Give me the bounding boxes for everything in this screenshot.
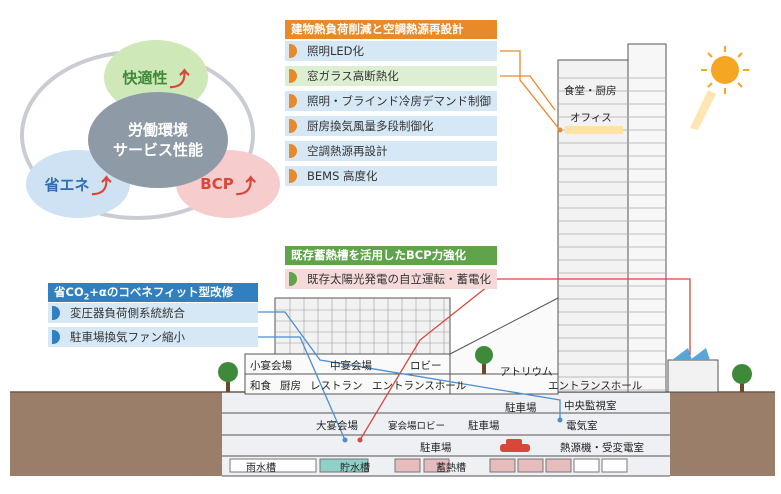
- room-medium-banquet: 中宴会場: [330, 360, 372, 372]
- solar-panel-icon: [672, 348, 710, 360]
- bullet-marker: [289, 169, 297, 183]
- venn-comfort-label: 快適性: [122, 68, 168, 87]
- room-restaurant: レストラン: [310, 380, 363, 392]
- venn-energy: 省エネ⤴: [26, 150, 130, 218]
- tank-cell: [229, 458, 317, 473]
- panel-left-title: 省CO2+αのコベネフィット型改修: [48, 283, 258, 302]
- tank-cell: [573, 458, 600, 473]
- panel-left-title-pre: 省CO: [54, 285, 84, 299]
- arrow-up-icon: ⤴: [169, 66, 190, 91]
- room-office: オフィス: [570, 112, 612, 124]
- tank-thermal: 蓄熱槽: [436, 463, 466, 474]
- panel-top-item: 照明LED化: [285, 41, 497, 61]
- link-parking: [258, 336, 346, 441]
- room-lobby: ロビー: [410, 360, 442, 372]
- room-parking-b2: 駐車場: [420, 442, 452, 454]
- podium-upper: [274, 297, 451, 355]
- bullet-marker: [289, 272, 297, 286]
- bullet-marker: [289, 69, 297, 83]
- panel-top-item-label: 厨房換気風量多段制御化: [307, 119, 434, 133]
- bullet-marker: [289, 144, 297, 158]
- panel-left-item: 変圧器負荷側系統統合: [48, 303, 258, 323]
- tank-rain: 雨水槽: [246, 463, 276, 474]
- room-electrical: 電気室: [566, 420, 598, 432]
- panel-left-title-sub: 2: [83, 292, 90, 302]
- panel-top-item: 厨房換気風量多段制御化: [285, 116, 497, 136]
- panel-top-title: 建物熱負荷削減と空調熱源再設計: [285, 20, 497, 39]
- panel-left-item: 駐車場換気ファン縮小: [48, 327, 258, 347]
- room-kitchen: 厨房: [280, 380, 301, 392]
- car-icon: [500, 439, 530, 452]
- bullet-marker: [289, 119, 297, 133]
- room-central-monitor: 中央監視室: [564, 400, 617, 412]
- room-entrance-hall-low: エントランスホール: [372, 380, 467, 392]
- tree-mid: [475, 346, 493, 374]
- panel-left-item-label: 駐車場換気ファン縮小: [70, 330, 185, 344]
- venn-energy-label: 省エネ: [44, 175, 90, 194]
- panel-mid-item: 既存太陽光発電の自立運転・蓄電化: [285, 269, 497, 289]
- room-small-banquet: 小宴会場: [250, 360, 292, 372]
- bullet-marker: [52, 306, 60, 320]
- room-parking-b1: 駐車場: [505, 402, 537, 414]
- tank-cell: [489, 458, 516, 473]
- tree-left: [218, 362, 238, 392]
- panel-top-item: 照明・ブラインド冷房デマンド制御: [285, 91, 497, 111]
- panel-left-title-post: +αのコベネフィット型改修: [89, 285, 234, 299]
- arrow-up-icon: ⤴: [235, 173, 256, 198]
- bullet-marker: [289, 94, 297, 108]
- tree-right: [732, 364, 752, 392]
- tower-core: [627, 43, 667, 393]
- panel-top-item-label: 照明・ブラインド冷房デマンド制御: [307, 94, 491, 108]
- annex: [667, 359, 719, 393]
- panel-left-item-label: 変圧器負荷側系統統合: [70, 306, 185, 320]
- panel-top-item: 窓ガラス高断熱化: [285, 66, 497, 86]
- link-bcp-tank: [359, 278, 498, 441]
- venn-center: 労働環境 サービス性能: [88, 92, 228, 188]
- bullet-marker: [52, 330, 60, 344]
- sun-icon: [701, 46, 749, 94]
- room-large-banquet: 大宴会場: [316, 420, 358, 432]
- room-banquet-lobby: 宴会場ロビー: [388, 421, 446, 432]
- tank-cell: [394, 458, 421, 473]
- panel-mid-item-label: 既存太陽光発電の自立運転・蓄電化: [307, 272, 491, 286]
- bullet-marker: [289, 44, 297, 58]
- link-bcp-solar: [497, 278, 691, 355]
- panel-top-item: BEMS 高度化: [285, 166, 497, 186]
- tank-cell: [601, 458, 628, 473]
- tank-cell: [545, 458, 572, 473]
- room-atrium: アトリウム: [500, 366, 553, 378]
- panel-top-item-label: 空調熱源再設計: [307, 144, 388, 158]
- panel-top-item: 空調熱源再設計: [285, 141, 497, 161]
- atrium-roof: [449, 297, 559, 395]
- tank-cell: [423, 458, 450, 473]
- sun-ray: [690, 90, 716, 130]
- room-entrance-hall-high: エントランスホール: [548, 380, 643, 392]
- venn-bcp-label: BCP: [200, 175, 234, 193]
- room-cafeteria: 食堂・厨房: [564, 85, 617, 97]
- panel-mid-title: 既存蓄熱槽を活用したBCP力強化: [285, 246, 497, 265]
- panel-top-item-label: 照明LED化: [307, 44, 365, 58]
- room-parking-b1b: 駐車場: [468, 420, 500, 432]
- venn-center-label: 労働環境 サービス性能: [112, 121, 203, 159]
- panel-top-item-label: BEMS 高度化: [307, 169, 378, 183]
- tank-storage: 貯水槽: [340, 463, 370, 474]
- tank-cell: [517, 458, 544, 473]
- room-heat-source: 熱源機・受変電室: [560, 442, 644, 454]
- tower: [557, 59, 629, 393]
- link-transformer: [258, 311, 561, 420]
- room-japanese: 和食: [250, 380, 271, 392]
- link-window: [500, 75, 556, 111]
- link-led: [500, 50, 561, 131]
- arrow-up-icon: ⤴: [91, 173, 112, 198]
- lighting-glow: [565, 126, 623, 134]
- tank-cell: [319, 458, 369, 473]
- panel-top-item-label: 窓ガラス高断熱化: [307, 69, 399, 83]
